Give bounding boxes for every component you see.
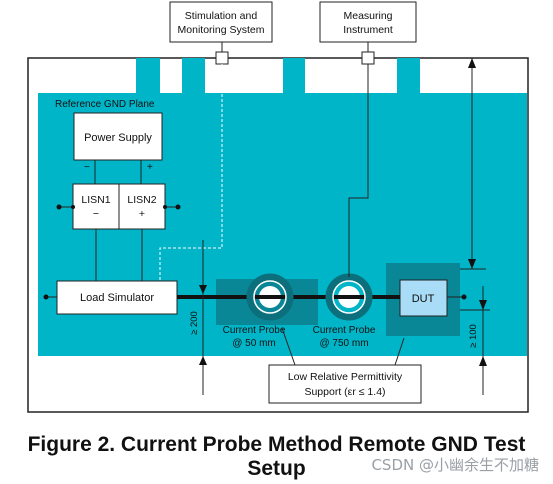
measuring-label-line2: Instrument (343, 24, 393, 36)
dim-100-arrow-bottom (479, 356, 487, 366)
load-simulator-label: Load Simulator (80, 292, 154, 304)
stimulation-label-line1: Stimulation and (185, 10, 258, 22)
lisn2-sign: + (139, 208, 145, 220)
dut-label: DUT (412, 293, 435, 305)
probe2-label-line1: Current Probe (313, 325, 376, 336)
figure-caption-line1: Figure 2. Current Probe Method Remote GN… (27, 433, 526, 456)
probe1-label-line2: @ 50 mm (232, 338, 276, 349)
dim-200-arrow-top (199, 285, 207, 294)
measuring-label-line1: Measuring (343, 10, 392, 22)
dut-box (399, 279, 448, 317)
dut-ground-dot (461, 294, 467, 300)
lisn2-box (118, 183, 166, 230)
dim-right-arrow-bottom (468, 259, 476, 269)
measuring-instrument-box (319, 1, 417, 43)
lisn1-label: LISN1 (81, 194, 110, 206)
lisn1-ground-dot (56, 204, 62, 210)
power-supply-box (73, 112, 163, 161)
lisn1-sign: − (93, 208, 99, 220)
load-sim-ground-dot (43, 294, 49, 300)
lisn1-edge-dot (71, 205, 75, 209)
csdn-watermark: CSDN @小幽余生不加糖 (371, 456, 539, 474)
permittivity-label-line1: Low Relative Permittivity (288, 371, 403, 383)
stimulation-label-line2: Monitoring System (178, 24, 265, 36)
ref-gnd-plane-label: Reference GND Plane (55, 99, 155, 110)
callout-leader-left (281, 327, 296, 366)
permittivity-callout-box (268, 364, 422, 404)
dim-200-label: ≥ 200 (189, 311, 200, 335)
dim-right-arrow-top (468, 58, 476, 68)
ps-minus-label: − (84, 162, 90, 173)
lisn1-box (72, 183, 120, 230)
dim-100-label: ≥ 100 (468, 324, 479, 348)
measuring-connector (361, 51, 375, 65)
dim-100-arrow-top (479, 300, 487, 310)
probe1-label-line1: Current Probe (223, 325, 286, 336)
measuring-cable (348, 64, 369, 277)
callout-leader-right (394, 337, 405, 366)
permittivity-label-line2: Support (εr ≤ 1.4) (304, 386, 385, 398)
ps-plus-label: + (147, 162, 153, 173)
stimulation-cable-dashed (159, 64, 223, 281)
stimulation-connector (215, 51, 229, 65)
probe2-label-line2: @ 750 mm (319, 338, 368, 349)
figure-caption-line2: Setup (247, 457, 306, 480)
power-supply-label: Power Supply (84, 132, 152, 144)
stimulation-monitoring-box (169, 1, 273, 43)
dim-200-arrow-bottom (199, 356, 207, 365)
lisn2-label: LISN2 (127, 194, 156, 206)
lisn2-ground-dot (175, 204, 181, 210)
lisn2-edge-dot (163, 205, 167, 209)
